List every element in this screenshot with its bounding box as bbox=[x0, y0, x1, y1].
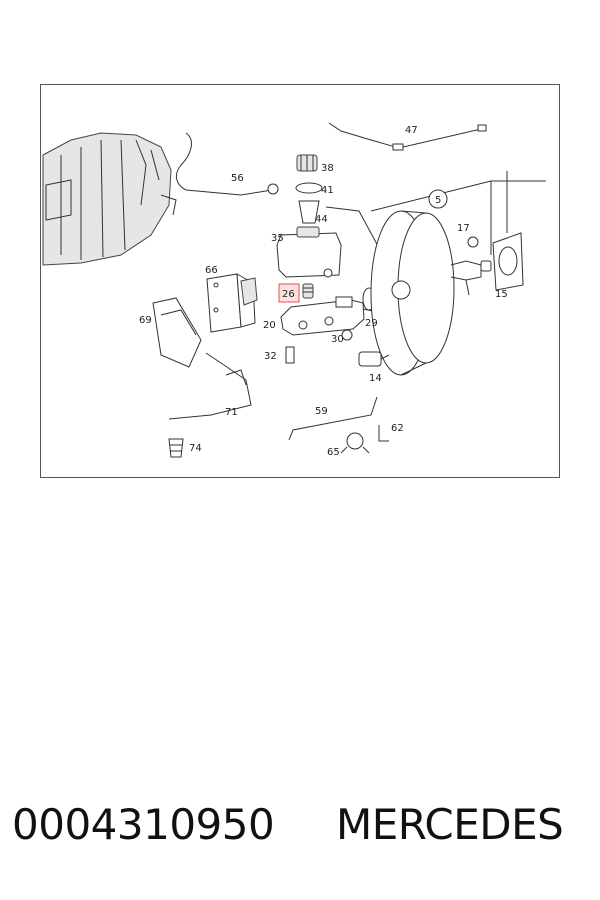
brake-fluid-reservoir bbox=[276, 226, 342, 278]
callout-29: 29 bbox=[365, 318, 378, 329]
callout-35: 35 bbox=[271, 233, 284, 244]
callout-17: 17 bbox=[457, 223, 470, 234]
callout-32: 32 bbox=[264, 351, 277, 362]
reservoir-cap bbox=[296, 154, 318, 172]
callout-56: 56 bbox=[231, 173, 244, 184]
callout-44: 44 bbox=[315, 214, 328, 225]
callout-5-circle bbox=[428, 189, 448, 209]
brand-name: MERCEDES bbox=[336, 800, 564, 849]
callout-47: 47 bbox=[405, 125, 418, 136]
hydraulic-unit bbox=[206, 273, 258, 333]
callout-66: 66 bbox=[205, 265, 218, 276]
callout-38: 38 bbox=[321, 163, 334, 174]
callout-65: 65 bbox=[327, 447, 340, 458]
callout-74: 74 bbox=[189, 443, 202, 454]
control-module bbox=[152, 297, 202, 368]
clip bbox=[378, 425, 389, 442]
callout-14: 14 bbox=[369, 373, 382, 384]
nut bbox=[341, 329, 353, 341]
seal-ring bbox=[295, 182, 323, 194]
grommet-part bbox=[302, 283, 314, 299]
vacuum-hose bbox=[175, 132, 279, 196]
highlight-box bbox=[278, 283, 300, 303]
rubber-grommet bbox=[168, 438, 184, 458]
callout-62: 62 bbox=[391, 423, 404, 434]
pressure-switch bbox=[285, 346, 295, 364]
bolt bbox=[467, 236, 479, 248]
vacuum-sensor bbox=[358, 351, 382, 367]
mounting-bracket bbox=[168, 352, 252, 420]
callout-69: 69 bbox=[139, 315, 152, 326]
master-cylinder bbox=[280, 296, 384, 364]
callout-26: 26 bbox=[282, 289, 295, 300]
engine-block-illustration bbox=[42, 132, 177, 266]
brake-line bbox=[328, 122, 487, 151]
callout-20: 20 bbox=[263, 320, 276, 331]
booster-gasket bbox=[492, 232, 524, 291]
callout-5: 5 bbox=[435, 195, 441, 206]
callout-59: 59 bbox=[315, 406, 328, 417]
callout-41: 41 bbox=[321, 185, 334, 196]
parts-diagram: 47 38 56 41 5 44 35 17 66 15 26 69 29 20… bbox=[40, 84, 560, 478]
hose bbox=[288, 396, 378, 441]
callout-30: 30 bbox=[331, 334, 344, 345]
callout-71: 71 bbox=[225, 407, 238, 418]
clamp bbox=[340, 432, 370, 454]
brake-booster bbox=[370, 210, 492, 376]
callout-labels: 47 38 56 41 5 44 35 17 66 15 26 69 29 20… bbox=[139, 125, 508, 458]
callout-15: 15 bbox=[495, 289, 508, 300]
part-number: 0004310950 bbox=[12, 800, 275, 849]
reservoir-filter bbox=[298, 200, 320, 224]
